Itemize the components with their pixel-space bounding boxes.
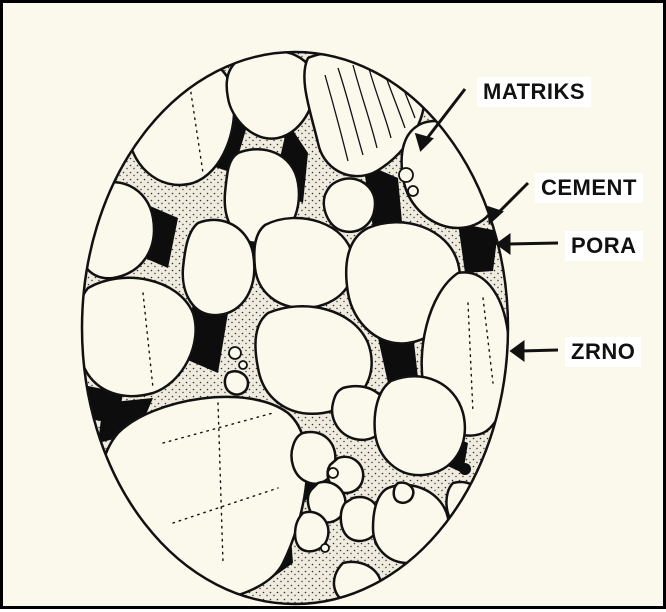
label-matriks: MATRIKS	[477, 77, 591, 107]
label-zrno: ZRNO	[565, 337, 641, 367]
label-pora: PORA	[565, 231, 643, 261]
label-cement: CEMENT	[535, 173, 643, 203]
